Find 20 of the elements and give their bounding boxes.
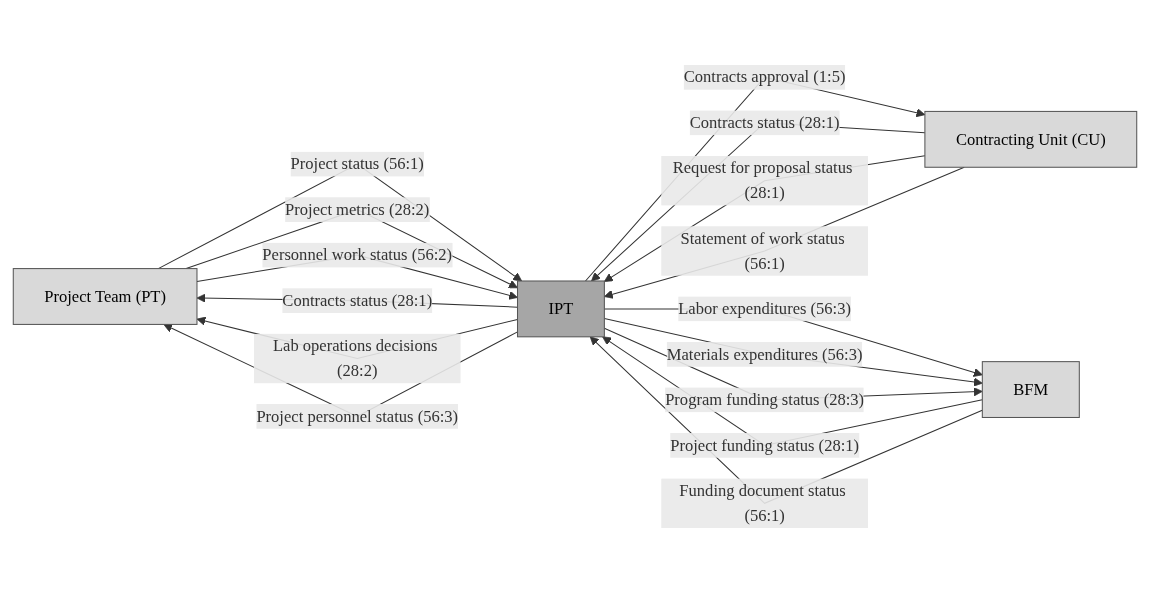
node-box: IPT	[516, 279, 605, 337]
edge-label: Contracts approval (1:5)	[683, 67, 845, 86]
edge-label: Materials expenditures (56:3)	[666, 344, 862, 363]
edge-label: Project status (56:1)	[290, 154, 424, 172]
node-box: Contracting Unit (CU)	[923, 110, 1137, 168]
node-box: BFM	[981, 360, 1080, 418]
edge-label: Project funding status (28:1)	[669, 435, 859, 454]
edge-label: Funding document status (56:1)	[678, 481, 846, 524]
edge-label: Project personnel status (56:3)	[255, 406, 458, 425]
edge-label: Program funding status (28:3)	[664, 390, 864, 408]
edge-label: Statement of work status (56:1)	[680, 228, 845, 272]
arrow	[603, 166, 965, 299]
node-box: Project Team (PT)	[12, 267, 197, 325]
edge-label: Contracts status (28:1)	[689, 112, 840, 131]
edge-label: Request for proposal status (28:1)	[672, 158, 852, 201]
edge-label: Lab operations decisions (28:2)	[272, 336, 437, 379]
edge-label: Personnel work status (56:2)	[261, 245, 452, 263]
edge-label: Project metrics (28:2)	[284, 199, 429, 218]
edge-label: Labor expenditures (56:3)	[677, 299, 851, 317]
edge-label: Contracts status (28:1)	[281, 290, 432, 309]
